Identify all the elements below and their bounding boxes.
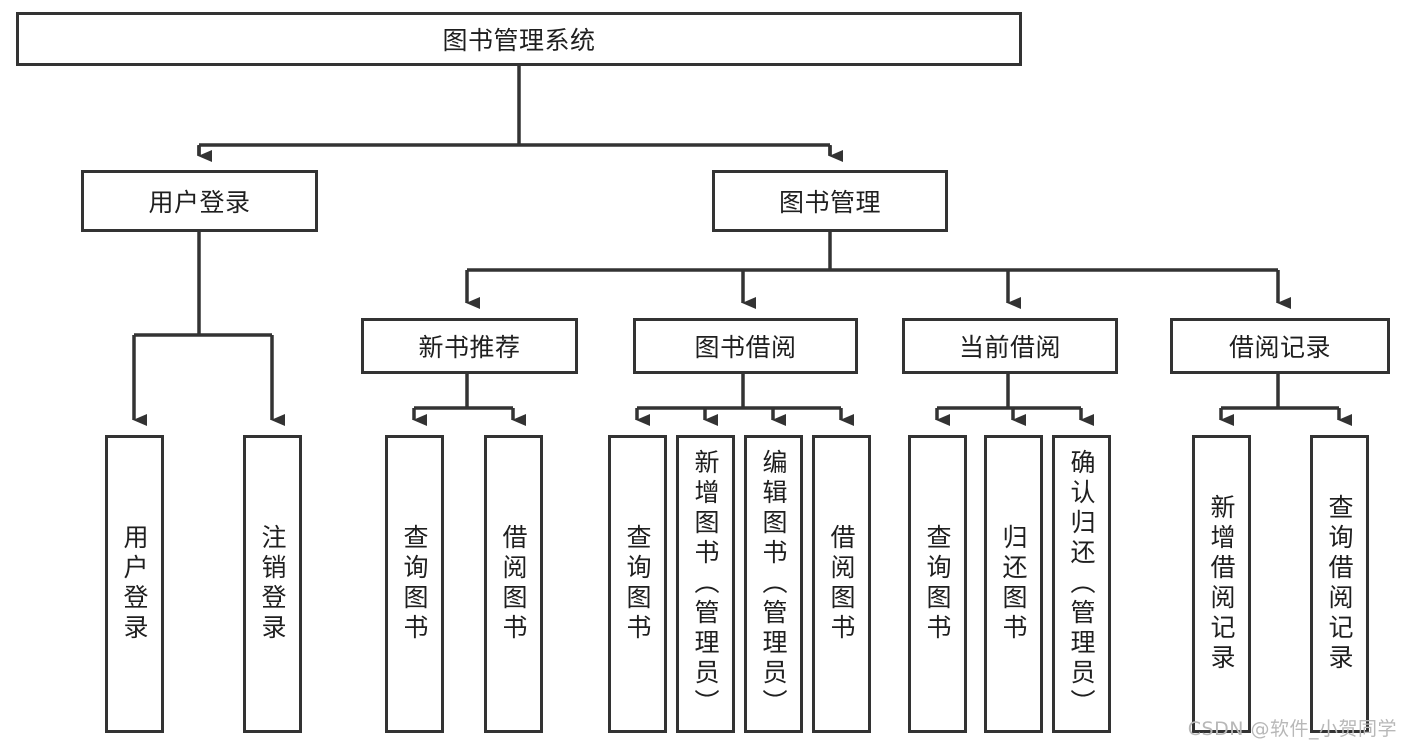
node-new-book-recommend-label: 新书推荐 bbox=[418, 333, 521, 362]
leaf-query-book-borrow[interactable]: 查询图书 bbox=[608, 435, 667, 733]
leaf-query-borrow-record[interactable]: 查询借阅记录 bbox=[1310, 435, 1369, 733]
leaf-user-login-label: 用户登录 bbox=[120, 524, 149, 644]
node-borrow-record-label: 借阅记录 bbox=[1228, 333, 1331, 362]
leaf-borrow-book-recommend[interactable]: 借阅图书 bbox=[484, 435, 543, 733]
node-user-login-label: 用户登录 bbox=[148, 188, 251, 217]
leaf-user-login[interactable]: 用户登录 bbox=[105, 435, 164, 733]
leaf-borrow-book-label: 借阅图书 bbox=[827, 524, 856, 644]
node-current-borrow[interactable]: 当前借阅 bbox=[902, 318, 1118, 374]
leaf-return-book[interactable]: 归还图书 bbox=[984, 435, 1043, 733]
node-book-borrow-label: 图书借阅 bbox=[694, 333, 797, 362]
leaf-query-book-current-label: 查询图书 bbox=[923, 524, 952, 644]
watermark-text: CSDN @软件_小贺同学 bbox=[1187, 718, 1397, 740]
node-book-management-label: 图书管理 bbox=[778, 188, 881, 217]
node-root-label: 图书管理系统 bbox=[442, 26, 596, 55]
leaf-confirm-return-admin-label: 确认归还（管理员） bbox=[1067, 449, 1096, 719]
node-root[interactable]: 图书管理系统 bbox=[16, 12, 1022, 66]
node-book-borrow[interactable]: 图书借阅 bbox=[633, 318, 858, 374]
node-new-book-recommend[interactable]: 新书推荐 bbox=[361, 318, 578, 374]
leaf-query-book-borrow-label: 查询图书 bbox=[623, 524, 652, 644]
leaf-logout[interactable]: 注销登录 bbox=[243, 435, 302, 733]
leaf-query-book-current[interactable]: 查询图书 bbox=[908, 435, 967, 733]
leaf-query-book-recommend[interactable]: 查询图书 bbox=[385, 435, 444, 733]
node-user-login[interactable]: 用户登录 bbox=[81, 170, 318, 232]
leaf-edit-book-admin-label: 编辑图书（管理员） bbox=[759, 449, 788, 719]
leaf-logout-label: 注销登录 bbox=[258, 524, 287, 644]
leaf-query-borrow-record-label: 查询借阅记录 bbox=[1325, 494, 1354, 674]
leaf-add-borrow-record-label: 新增借阅记录 bbox=[1207, 494, 1236, 674]
leaf-add-book-admin[interactable]: 新增图书（管理员） bbox=[676, 435, 735, 733]
node-book-management[interactable]: 图书管理 bbox=[712, 170, 948, 232]
leaf-add-borrow-record[interactable]: 新增借阅记录 bbox=[1192, 435, 1251, 733]
node-current-borrow-label: 当前借阅 bbox=[958, 333, 1061, 362]
leaf-add-book-admin-label: 新增图书（管理员） bbox=[691, 449, 720, 719]
node-borrow-record[interactable]: 借阅记录 bbox=[1170, 318, 1390, 374]
leaf-borrow-book[interactable]: 借阅图书 bbox=[812, 435, 871, 733]
leaf-confirm-return-admin[interactable]: 确认归还（管理员） bbox=[1052, 435, 1111, 733]
leaf-borrow-book-recommend-label: 借阅图书 bbox=[499, 524, 528, 644]
leaf-query-book-recommend-label: 查询图书 bbox=[400, 524, 429, 644]
leaf-edit-book-admin[interactable]: 编辑图书（管理员） bbox=[744, 435, 803, 733]
leaf-return-book-label: 归还图书 bbox=[999, 524, 1028, 644]
